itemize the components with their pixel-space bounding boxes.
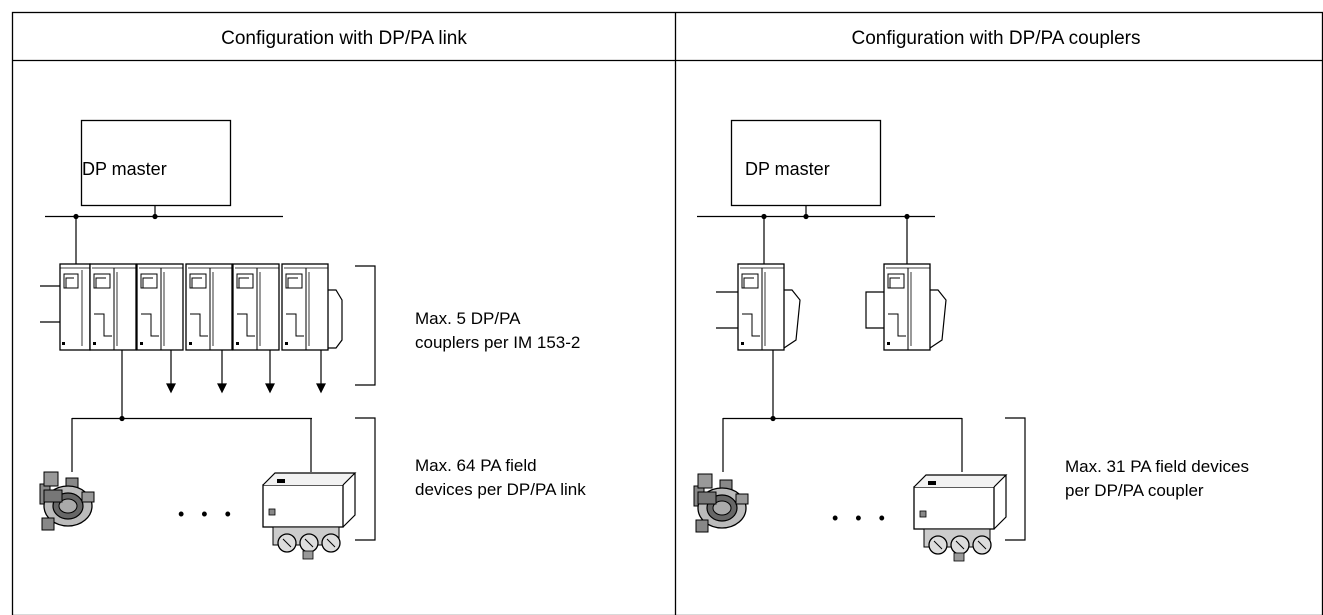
- left-dp-master-box: [80, 119, 232, 207]
- right-panel-header: Configuration with DP/PA couplers: [851, 28, 1140, 49]
- right-devices-bracket: [1005, 417, 1026, 541]
- left-coupler-module-3: [185, 263, 233, 351]
- left-panel-header: Configuration with DP/PA link: [221, 28, 467, 49]
- right-dp-master-label: DP master: [745, 159, 830, 179]
- left-im153-module: [59, 263, 91, 351]
- left-devices-bracket: [355, 417, 376, 541]
- right-valve-positioner-icon: [913, 474, 1007, 562]
- left-ellipsis: • • •: [178, 504, 237, 524]
- right-pressure-transmitter-icon: [693, 473, 749, 533]
- left-coupler-module-5: [281, 263, 329, 351]
- right-ellipsis: • • •: [832, 508, 891, 528]
- left-devices-note-line1: Max. 64 PA field: [415, 456, 537, 475]
- left-coupler-module-2: [136, 263, 184, 351]
- right-dp-master-box: [730, 119, 882, 207]
- right-panel: DP master • • • Max. 31 PA field devices…: [693, 119, 1249, 562]
- left-devices-note-line2: devices per DP/PA link: [415, 480, 586, 499]
- left-dp-master-label: DP master: [82, 159, 167, 179]
- left-panel: DP master: [39, 119, 586, 560]
- right-dp-pa-coupler-2: [883, 263, 931, 351]
- left-coupler-module-4: [232, 263, 280, 351]
- right-devices-note-line1: Max. 31 PA field devices: [1065, 457, 1249, 476]
- left-coupler-note-line1: Max. 5 DP/PA: [415, 309, 521, 328]
- right-devices-note-line2: per DP/PA coupler: [1065, 481, 1204, 500]
- left-coupler-note-line2: couplers per IM 153-2: [415, 333, 580, 352]
- left-dp-pa-link-module-1: [89, 263, 137, 351]
- left-valve-positioner-icon: [262, 472, 356, 560]
- left-coupler-bracket: [355, 265, 376, 386]
- left-pressure-transmitter-icon: [39, 471, 95, 531]
- right-dp-pa-coupler-1: [737, 263, 785, 351]
